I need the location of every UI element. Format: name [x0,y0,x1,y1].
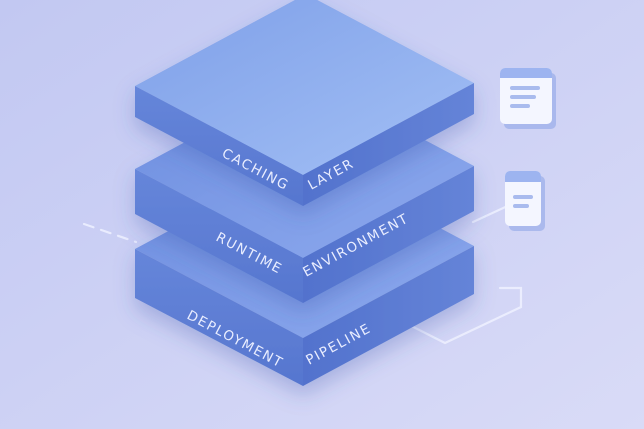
document-card-icon [500,68,556,129]
connector-left-dashed [82,222,138,244]
layer-slab-top [135,0,474,206]
document-card-icon [505,171,545,231]
connector-right-lower [350,286,523,345]
